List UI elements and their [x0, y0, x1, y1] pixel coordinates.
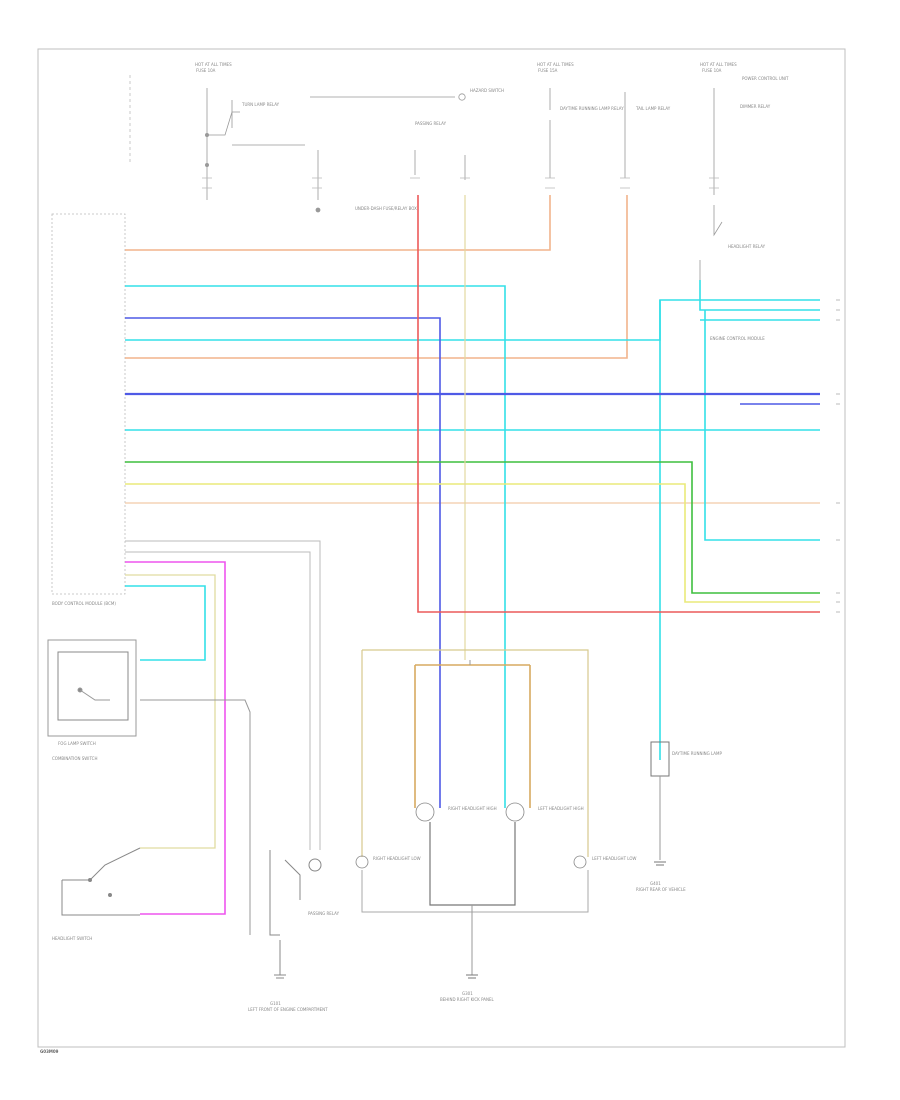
top-power-section: [129, 75, 723, 280]
label-drl: DAYTIME RUNNING LAMP: [672, 751, 722, 756]
headlight-section: [355, 649, 589, 979]
label-ground-2-desc: BEHIND RIGHT KICK PANEL: [440, 997, 494, 1002]
label-hot-2: HOT AT ALL TIMES: [537, 62, 574, 67]
label-fuse-1: FUSE 10A: [196, 68, 216, 73]
label-headlight-relay: HEADLIGHT RELAY: [728, 244, 766, 249]
label-passing-switch: PASSING RELAY: [308, 911, 340, 916]
footer-code: G03M09: [40, 1049, 59, 1054]
combination-switch-drawing: [269, 850, 322, 979]
label-ground-3: G401: [650, 881, 661, 886]
labels: HOT AT ALL TIMES FUSE 10A HOT AT ALL TIM…: [40, 62, 789, 1054]
right-terminal-marks: [836, 299, 840, 613]
label-fuse-2: FUSE 15A: [538, 68, 558, 73]
label-ground-1: G101: [270, 1001, 281, 1006]
label-hazard-switch: HAZARD SWITCH: [470, 88, 504, 93]
label-bcm: BODY CONTROL MODULE (BCM): [52, 601, 116, 606]
label-fuse-3: FUSE 10A: [702, 68, 722, 73]
label-headlight-switch: HEADLIGHT SWITCH: [52, 936, 92, 941]
label-ground-2: G301: [462, 991, 473, 996]
top-connector-marks: [202, 177, 719, 189]
label-drl-relay: DAYTIME RUNNING LAMP RELAY: [560, 106, 624, 111]
label-ecm: ENGINE CONTROL MODULE: [710, 336, 765, 341]
label-ground-1-desc: LEFT FRONT OF ENGINE COMPARTMENT: [248, 1007, 328, 1012]
label-passing-relay: PASSING RELAY: [415, 121, 447, 126]
label-left-headlight-low: LEFT HEADLIGHT LOW: [592, 856, 637, 861]
diagram-border: [37, 48, 846, 1048]
label-combination-switch: COMBINATION SWITCH: [52, 756, 97, 761]
label-right-headlight-low: RIGHT HEADLIGHT LOW: [373, 856, 421, 861]
label-power-control-unit: POWER CONTROL UNIT: [742, 76, 789, 81]
label-tail-lamp-relay: TAIL LAMP RELAY: [635, 106, 671, 111]
fog-lamp-switch-box: [47, 639, 137, 737]
label-ground-3-desc: RIGHT REAR OF VEHICLE: [636, 887, 686, 892]
label-turn-lamp-relay: TURN LAMP RELAY: [241, 102, 280, 107]
headlight-switch-drawing: [61, 847, 141, 916]
label-dimmer-relay: DIMMER RELAY: [740, 104, 771, 109]
label-fog-lamp-switch: FOG LAMP SWITCH: [58, 741, 96, 746]
colored-wires: [125, 195, 820, 935]
label-left-headlight-high: LEFT HEADLIGHT HIGH: [538, 806, 584, 811]
drl-module: [650, 741, 670, 866]
body-control-module-box: [51, 213, 126, 595]
label-hot-1: HOT AT ALL TIMES: [195, 62, 232, 67]
label-under-dash-fuse-box: UNDER-DASH FUSE/RELAY BOX: [355, 206, 417, 211]
label-hot-3: HOT AT ALL TIMES: [700, 62, 737, 67]
label-right-headlight-high: RIGHT HEADLIGHT HIGH: [448, 806, 497, 811]
